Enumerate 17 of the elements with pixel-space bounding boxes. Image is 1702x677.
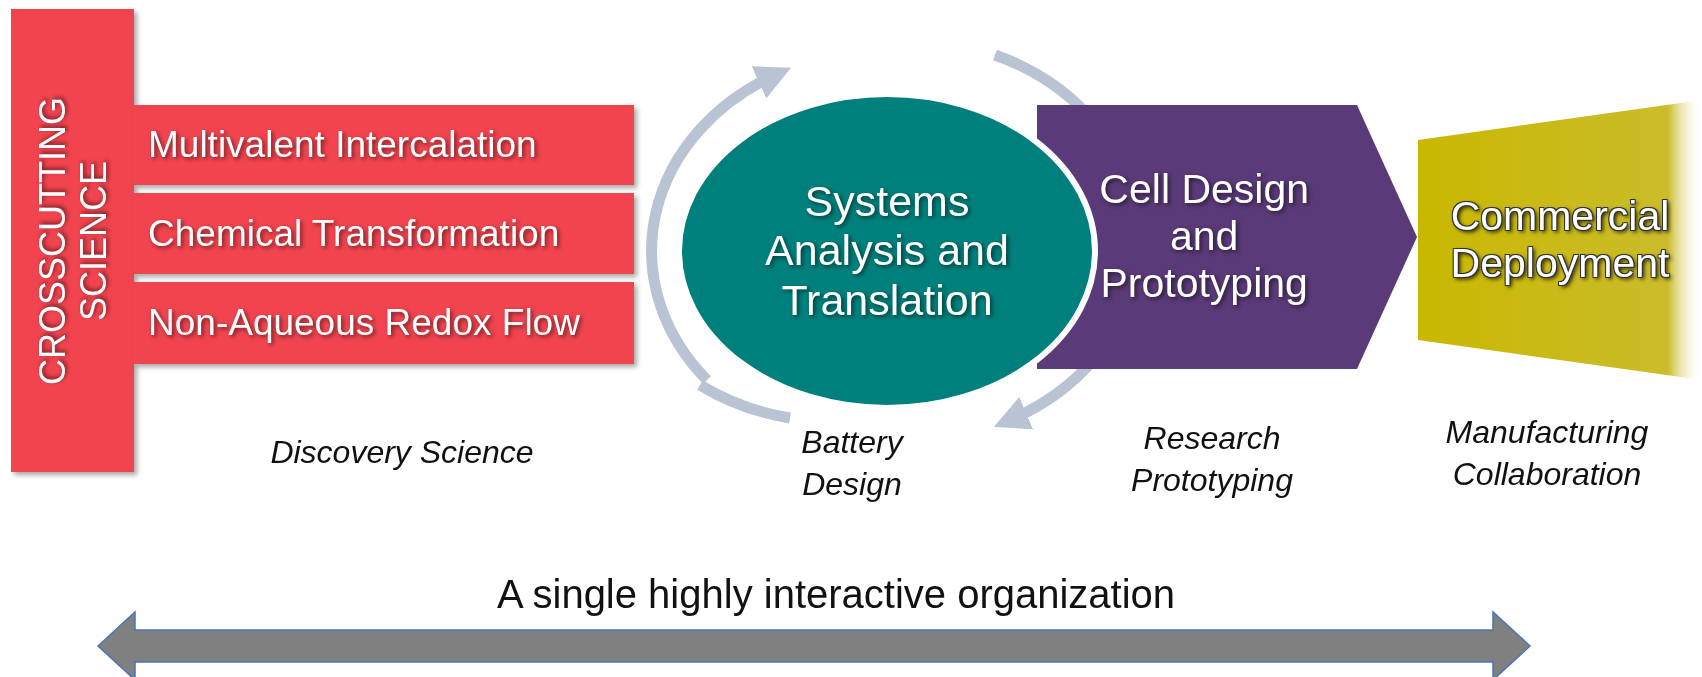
vertical-bar (11, 9, 134, 472)
beam-label: Commercial Deployment (1449, 192, 1671, 288)
stage-caption: Manufacturing Collaboration (1444, 413, 1650, 494)
ellipse-label: Systems Analysis and Translation (764, 176, 1010, 326)
stage-label: Cell Design and Prototyping (1098, 166, 1310, 308)
band-label: Chemical Transformation (148, 212, 560, 255)
bar-label: CROSSCUTTING SCIENCE (31, 96, 114, 385)
stage-banner (1037, 105, 1417, 369)
band-label: Non-Aqueous Redox Flow (148, 301, 580, 345)
stage-caption: Research Prototyping (1130, 419, 1294, 500)
banner-text: A single highly interactive organization (495, 571, 1177, 618)
stage-caption: Discovery Science (269, 433, 535, 472)
stage-caption: Battery Design (800, 423, 905, 504)
band-label: Multivalent Intercalation (148, 123, 537, 167)
band (134, 105, 634, 185)
band (134, 282, 634, 364)
band (134, 193, 634, 274)
